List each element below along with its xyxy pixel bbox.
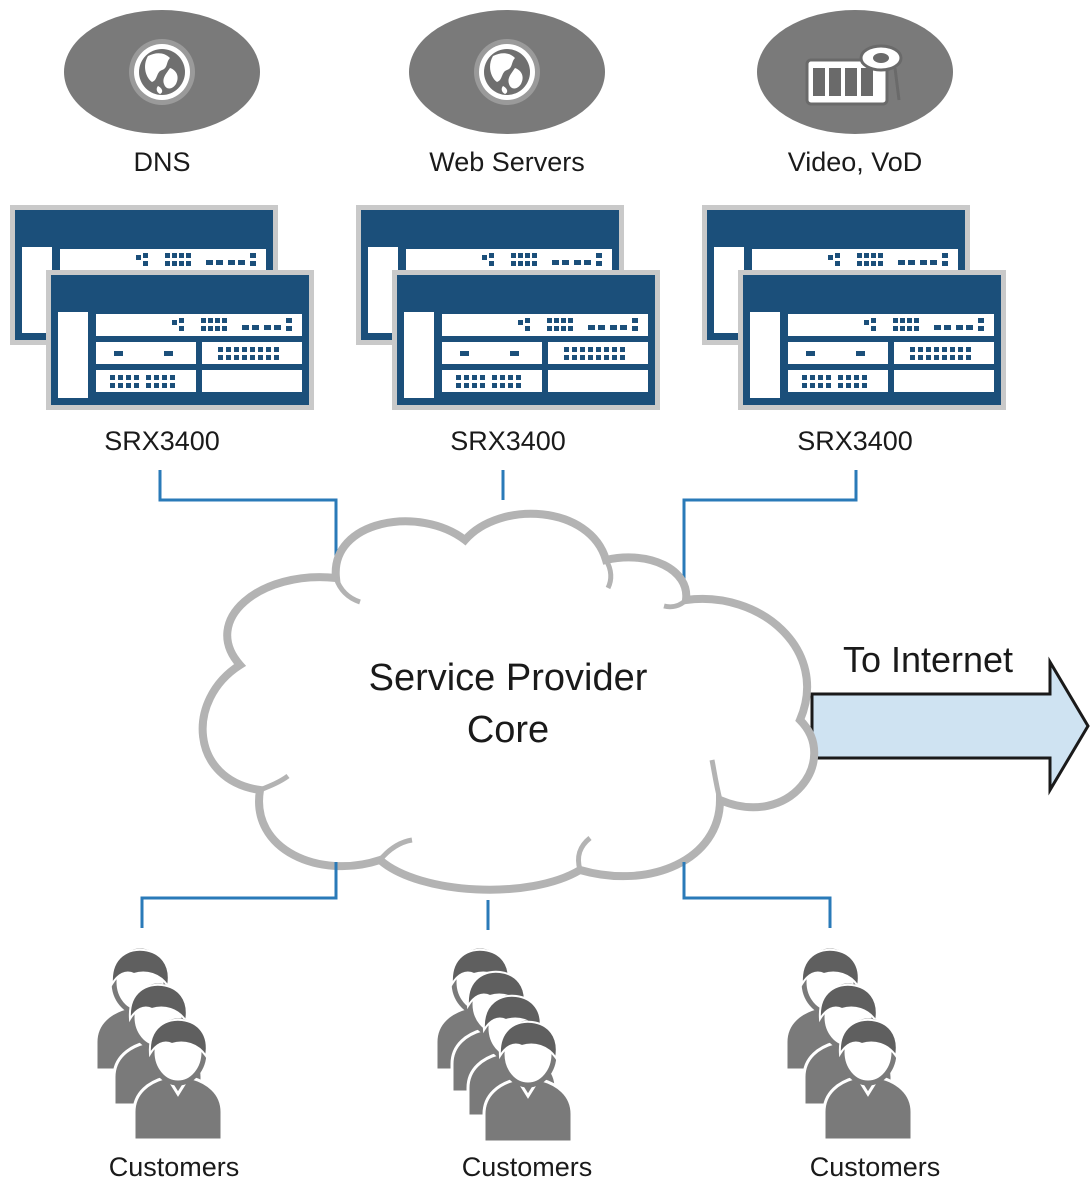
device-label-1: SRX3400 [104,426,220,456]
customers-label-3: Customers [810,1152,941,1182]
internet-label: To Internet [843,639,1013,680]
service-web-servers [409,10,605,134]
connector-lines-top [158,470,858,586]
customer-group-1 [96,950,222,1140]
srx-device-2 [356,205,660,410]
cloud-label-line2: Core [467,709,549,751]
globe-icon [474,39,540,105]
service-provider-cloud [198,509,819,894]
globe-icon [129,39,195,105]
service-video-vod [757,10,953,134]
customer-group-3 [786,950,912,1140]
service-label-dns: DNS [133,147,190,177]
service-dns [64,10,260,134]
device-label-2: SRX3400 [450,426,566,456]
srx-device-3 [702,205,1006,410]
customers-label-2: Customers [462,1152,593,1182]
cloud-label-line1: Service Provider [369,657,648,699]
customers-label-1: Customers [109,1152,240,1182]
service-label-video: Video, VoD [788,147,923,177]
device-label-3: SRX3400 [797,426,913,456]
connector-lines-bottom [140,862,832,930]
internet-arrow [810,656,1090,796]
customer-group-2 [436,950,572,1142]
srx-device-1 [10,205,314,410]
service-label-web-servers: Web Servers [429,147,585,177]
